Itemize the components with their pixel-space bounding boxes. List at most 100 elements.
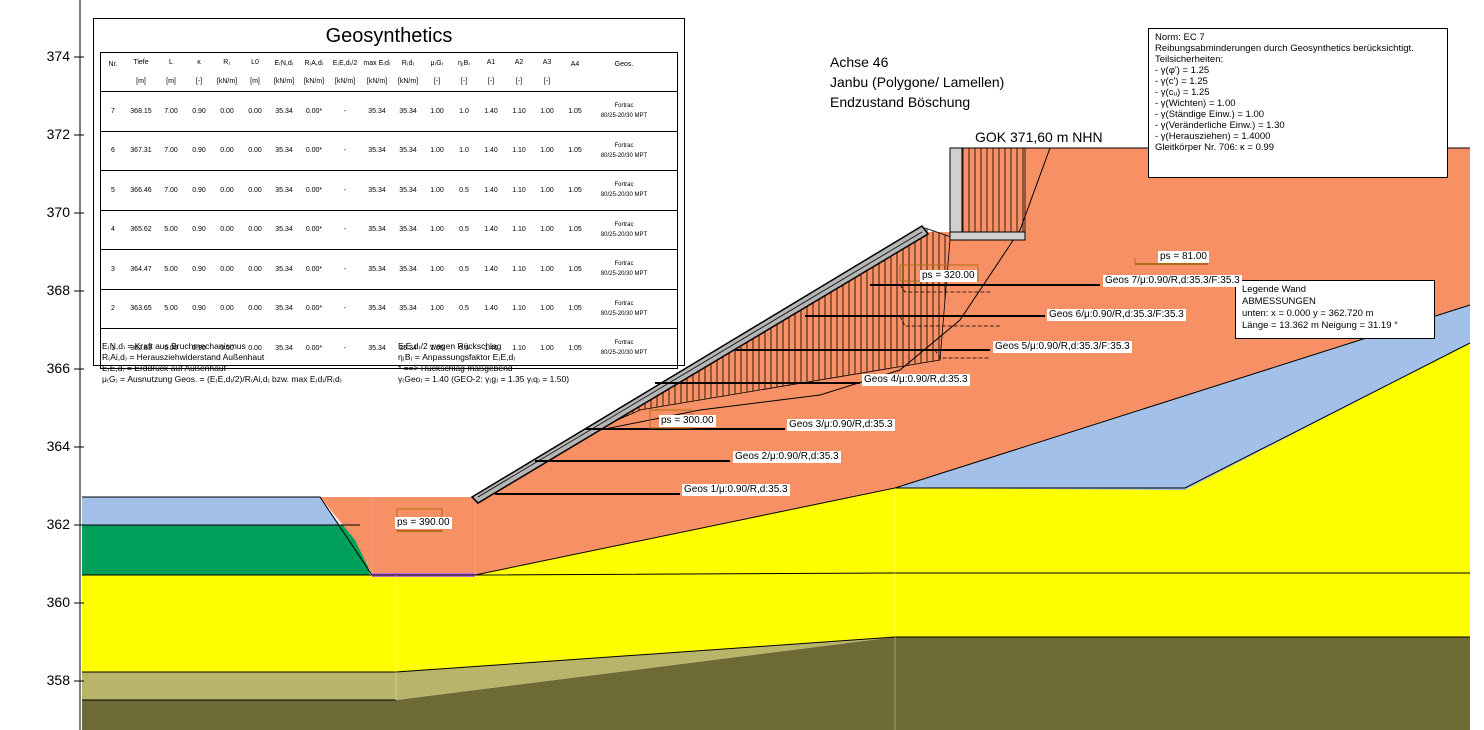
table-cell: - xyxy=(343,344,347,352)
table-cell: 7 xyxy=(111,107,115,115)
table-cell: 0.00 xyxy=(220,226,234,234)
header-unit: [m] xyxy=(136,78,146,85)
info-line: - γ(c') = 1.25 xyxy=(1155,76,1208,87)
info-line: Norm: EC 7 xyxy=(1155,32,1205,43)
table-header-cell: max E₍d₎[kN/m] xyxy=(361,53,393,91)
header-unit: [m] xyxy=(250,78,260,85)
header-name: Geos. xyxy=(614,60,634,68)
load-label: ps = 81.00 xyxy=(1158,251,1209,263)
header-name: Nr. xyxy=(108,60,118,68)
header-name: A4 xyxy=(570,60,580,68)
table-cell: 7.00 xyxy=(164,186,178,194)
table-header-cell: R₍d₎[kN/m] xyxy=(393,53,423,91)
table-cell: 35.34 xyxy=(275,147,293,155)
table-cell: 0.00 xyxy=(220,305,234,313)
table-cell: 1.05 xyxy=(568,226,582,234)
y-tick-label: 362 xyxy=(46,516,70,532)
table-cell: 1.05 xyxy=(568,147,582,155)
header-name: μ₍G₎ xyxy=(430,59,444,67)
y-tick-label: 366 xyxy=(46,360,70,376)
table-cell: 35.34 xyxy=(275,186,293,194)
table-header-cell: ĸ[-] xyxy=(185,53,213,91)
header-name: A3 xyxy=(542,59,552,66)
table-cell: 4 xyxy=(111,226,115,234)
table-cell: 364.47 xyxy=(130,265,152,273)
hatched-earth-pressure-zone xyxy=(589,147,1026,433)
header-unit: [-] xyxy=(515,78,523,85)
geos-type: 80/25-20/30 MPT xyxy=(600,350,648,357)
load-label: ps = 320.00 xyxy=(920,270,977,282)
info-line: Teilsicherheiten: xyxy=(1155,54,1224,65)
y-tick-label: 374 xyxy=(46,48,70,64)
header-name: R₍A,d₎ xyxy=(304,59,324,67)
table-legend-left: E₍N,d₎ = Kraft aus Bruchmechanismus R₍Ai… xyxy=(102,341,342,385)
table-header-cell: Nr. xyxy=(101,53,125,91)
legend-line: η₍B₎ = Anpassungsfaktor E₍E,d₎ xyxy=(398,352,516,362)
table-cell: - xyxy=(343,147,347,155)
table-cell: 367.31 xyxy=(130,147,152,155)
table-cell: 0.00 xyxy=(220,265,234,273)
info-line: Gleitkörper Nr. 706: ĸ = 0.99 xyxy=(1155,142,1275,153)
header-unit: [kN/m] xyxy=(216,78,238,85)
geos-type: 80/25-20/30 MPT xyxy=(600,113,648,120)
table-cell: 365.62 xyxy=(130,226,152,234)
geos-type: 80/25-20/30 MPT xyxy=(600,231,648,238)
table-cell: 0.90 xyxy=(192,226,206,234)
wall-legend-line: Länge = 13.362 m Neigung = 31.19 ° xyxy=(1242,320,1398,331)
geos-label: Geos 1/μ:0.90/R,d:35.3 xyxy=(682,484,790,496)
table-cell: 35.34 xyxy=(275,107,293,115)
table-cell: - xyxy=(343,186,347,194)
header-unit: [-] xyxy=(543,78,551,85)
geos-product: Fortrac xyxy=(614,300,634,307)
header-name: max E₍d₎ xyxy=(363,59,391,67)
header-unit: [kN/m] xyxy=(303,78,325,86)
table-header-cell: E₍E,d₎/2[kN/m] xyxy=(329,53,361,91)
header-name: L xyxy=(169,59,173,66)
header-unit: [kN/m] xyxy=(273,78,295,86)
geos-label: Geos 3/μ:0.90/R,d:35.3 xyxy=(787,419,895,431)
table-cell: 0.00 xyxy=(248,147,262,155)
table-cell: 0.00 xyxy=(220,107,234,115)
method-label: Janbu (Polygone/ Lamellen) xyxy=(830,74,1005,90)
table-cell: 0.00 xyxy=(248,265,262,273)
table-cell: 1.10 xyxy=(512,226,526,234)
header-name: ĸ xyxy=(197,59,201,66)
table-cell: 35.34 xyxy=(368,186,386,194)
table-cell: 35.34 xyxy=(399,147,417,155)
table-cell: 5.00 xyxy=(164,265,178,273)
table-header-cell: R₍A,d₎ [kN/m] xyxy=(299,53,329,91)
geos-layers xyxy=(495,284,1100,495)
header-name: Tiefe xyxy=(133,59,149,66)
table-cell: 0.5 xyxy=(459,305,469,313)
table-cell: 1.00 xyxy=(430,226,444,234)
table-cell: - xyxy=(343,226,347,234)
table-cell: 1.00 xyxy=(430,186,444,194)
table-header-cell: L [m] xyxy=(157,53,185,91)
geos-product: Fortrac xyxy=(614,182,634,189)
table-cell: 1.05 xyxy=(568,186,582,194)
table-cell: 0.00* xyxy=(305,344,323,352)
geos-type: 80/25-20/30 MPT xyxy=(600,152,648,159)
wall-legend-line: unten: x = 0.000 y = 362.720 m xyxy=(1242,308,1374,319)
header-name: A1 xyxy=(486,59,496,66)
table-cell: 6 xyxy=(111,147,115,155)
table-header-cell: η₍B₎[-] xyxy=(451,53,477,91)
table-cell: 1.40 xyxy=(484,344,498,352)
table-cell: 1.05 xyxy=(568,305,582,313)
table-cell: 35.34 xyxy=(368,305,386,313)
geos-product: Fortrac xyxy=(614,103,634,110)
table-cell: 0.00 xyxy=(248,107,262,115)
geos-label: Geos 5/μ:0.90/R,d:35.3/F:35.3 xyxy=(993,341,1132,353)
header-unit: [m] xyxy=(166,78,176,85)
legend-line: μ₍G₎ = Ausnutzung Geos. = (E₍E,d₎/2)/R₍A… xyxy=(102,374,342,384)
table-cell: 7.00 xyxy=(164,107,178,115)
table-cell: 5 xyxy=(111,186,115,194)
info-line: - γ(φ') = 1.25 xyxy=(1155,65,1210,76)
table-cell-geos: Fortrac 80/25-20/30 MPT xyxy=(589,92,659,131)
table-cell: 1.00 xyxy=(540,344,554,352)
y-tick-label: 370 xyxy=(46,204,70,220)
